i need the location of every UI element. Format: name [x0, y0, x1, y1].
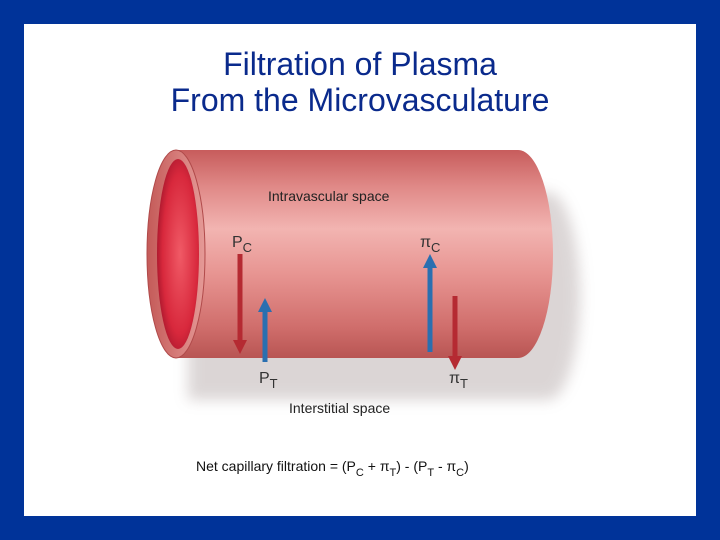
arrow-pc-down	[233, 254, 247, 354]
vessel-lumen	[157, 159, 199, 349]
vessel-body	[176, 150, 553, 358]
slide-title: Filtration of Plasma From the Microvascu…	[24, 46, 696, 118]
pic-label: πC	[420, 234, 440, 255]
title-line-1: Filtration of Plasma	[223, 46, 497, 82]
pt-label: PT	[259, 370, 278, 391]
pc-label: PC	[232, 234, 252, 255]
net-filtration-formula: Net capillary filtration = (PC + πT) - (…	[196, 458, 469, 479]
arrow-pit-down	[448, 296, 462, 370]
arrow-pic-up	[423, 254, 437, 352]
interstitial-space-label: Interstitial space	[289, 400, 390, 416]
pit-label: πT	[449, 370, 468, 391]
intravascular-space-label: Intravascular space	[268, 188, 390, 204]
arrow-pt-up	[258, 298, 272, 362]
title-line-2: From the Microvasculature	[170, 82, 550, 118]
